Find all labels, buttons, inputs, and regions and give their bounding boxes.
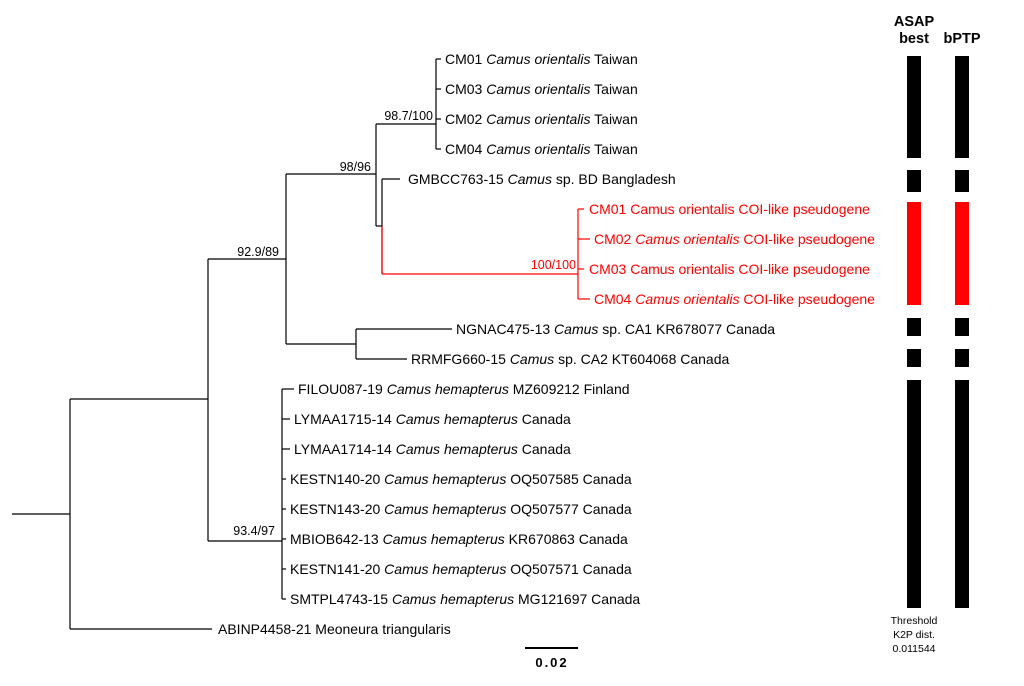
threshold-line: 0.011544 bbox=[892, 643, 935, 655]
tip-label-outgroup: ABINP4458-21 Meoneura triangularis bbox=[218, 621, 451, 637]
bptp-species-bar bbox=[955, 318, 969, 336]
tip-label: RRMFG660-15 Camus sp. CA2 KT604068 Canad… bbox=[411, 351, 730, 367]
threshold-line: Threshold bbox=[891, 615, 938, 627]
delimitation-bars bbox=[907, 56, 969, 608]
tip-label: MBIOB642-13 Camus hemapterus KR670863 Ca… bbox=[290, 531, 628, 547]
tip-label: NGNAC475-13 Camus sp. CA1 KR678077 Canad… bbox=[456, 321, 775, 337]
node-support-values: 98.7/100 98/96 92.9/89 100/100 93.4/97 bbox=[233, 109, 576, 538]
support-value: 100/100 bbox=[531, 258, 576, 272]
bptp-species-bar bbox=[955, 380, 969, 608]
tip-label: LYMAA1714-14 Camus hemapterus Canada bbox=[294, 441, 571, 457]
asap-species-bar bbox=[907, 380, 921, 608]
tip-label: FILOU087-19 Camus hemapterus MZ609212 Fi… bbox=[298, 381, 630, 397]
asap-species-bar bbox=[907, 56, 921, 158]
support-value: 98.7/100 bbox=[384, 109, 433, 123]
tip-label: KESTN141-20 Camus hemapterus OQ507571 Ca… bbox=[290, 561, 632, 577]
support-value: 92.9/89 bbox=[237, 245, 279, 259]
bptp-species-bar bbox=[955, 349, 969, 367]
asap-species-bar bbox=[907, 170, 921, 192]
asap-species-bar bbox=[907, 349, 921, 367]
tip-label-pseudogene: CM02 Camus orientalis COI-like pseudogen… bbox=[594, 231, 875, 247]
tip-label-pseudogene: CM04 Camus orientalis COI-like pseudogen… bbox=[594, 291, 875, 307]
asap-header-best: best bbox=[899, 31, 929, 47]
tip-label-pseudogene: CM01 Camus orientalis COI-like pseudogen… bbox=[589, 201, 870, 217]
tip-label: GMBCC763-15 Camus sp. BD Bangladesh bbox=[408, 171, 676, 187]
tip-label: KESTN143-20 Camus hemapterus OQ507577 Ca… bbox=[290, 501, 632, 517]
tip-label: SMTPL4743-15 Camus hemapterus MG121697 C… bbox=[290, 591, 640, 607]
support-value: 93.4/97 bbox=[233, 524, 275, 538]
asap-header: ASAP bbox=[894, 14, 935, 30]
tip-label: CM03 Camus orientalis Taiwan bbox=[445, 81, 638, 97]
scale-bar-label: 0.02 bbox=[535, 655, 568, 670]
bptp-species-bar bbox=[955, 202, 969, 305]
asap-species-bar bbox=[907, 202, 921, 305]
scale-bar: 0.02 bbox=[525, 647, 578, 670]
tip-label: LYMAA1715-14 Camus hemapterus Canada bbox=[294, 411, 571, 427]
tip-label: KESTN140-20 Camus hemapterus OQ507585 Ca… bbox=[290, 471, 632, 487]
threshold-note: Threshold K2P dist. 0.011544 bbox=[891, 615, 938, 655]
delimitation-headers: ASAP best bPTP bbox=[894, 14, 981, 47]
support-value: 98/96 bbox=[340, 160, 371, 174]
tip-labels: CM01 Camus orientalis Taiwan CM03 Camus … bbox=[218, 51, 875, 637]
tip-label: CM02 Camus orientalis Taiwan bbox=[445, 111, 638, 127]
threshold-line: K2P dist. bbox=[893, 629, 935, 641]
tip-label-pseudogene: CM03 Camus orientalis COI-like pseudogen… bbox=[589, 261, 870, 277]
bptp-header: bPTP bbox=[943, 31, 980, 47]
tip-label: CM04 Camus orientalis Taiwan bbox=[445, 141, 638, 157]
bptp-species-bar bbox=[955, 170, 969, 192]
bptp-species-bar bbox=[955, 56, 969, 158]
tip-label: CM01 Camus orientalis Taiwan bbox=[445, 51, 638, 67]
tree-branches bbox=[12, 58, 590, 630]
asap-species-bar bbox=[907, 318, 921, 336]
